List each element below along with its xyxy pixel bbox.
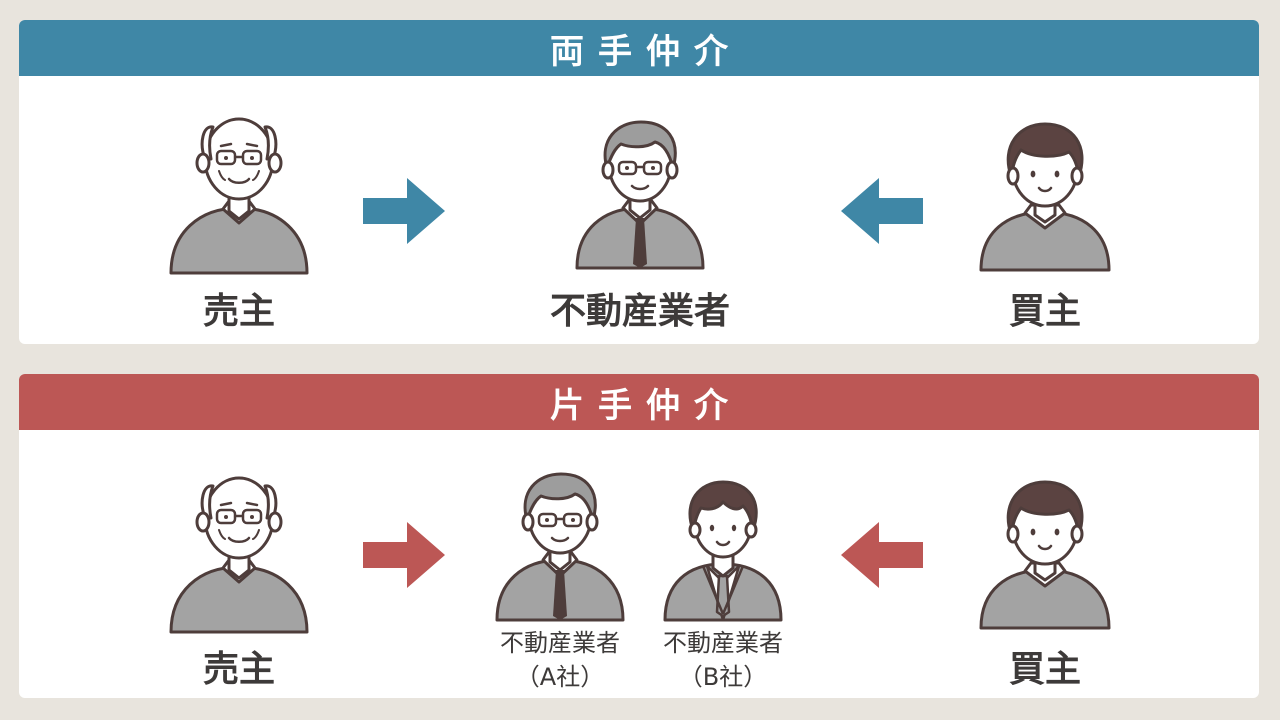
arrow-right-icon xyxy=(363,522,445,588)
arrow-left-icon xyxy=(841,522,923,588)
agent-businessman-icon xyxy=(575,118,705,270)
arrow-right-icon xyxy=(363,178,445,244)
agent-b-label: 不動産業者 xyxy=(663,629,783,657)
seller-elderly-man-icon xyxy=(169,113,309,275)
agent-b-suit-man-icon xyxy=(663,480,783,622)
agent-a-businessman-icon xyxy=(495,470,625,622)
buyer-young-man-icon xyxy=(979,478,1111,630)
seller-label: 売主 xyxy=(202,291,275,332)
arrow-left-icon xyxy=(841,178,923,244)
seller-elderly-man-icon xyxy=(169,472,309,634)
buyer-label: 買主 xyxy=(1008,649,1081,690)
ryote-chukai-panel: 両手仲介 売主 不動産業者 買主 xyxy=(19,20,1259,344)
katate-chukai-title: 片手仲介 xyxy=(19,374,1259,430)
agent-a-company: （A社） xyxy=(515,663,605,691)
agent-a-label: 不動産業者 xyxy=(500,629,620,657)
buyer-young-man-icon xyxy=(979,120,1111,272)
ryote-chukai-title: 両手仲介 xyxy=(19,20,1259,76)
seller-label: 売主 xyxy=(202,649,275,690)
agent-b-company: （B社） xyxy=(678,663,768,691)
agent-label: 不動産業者 xyxy=(549,291,730,332)
buyer-label: 買主 xyxy=(1008,291,1081,332)
katate-chukai-panel: 片手仲介 売主 不動産業者 （A社） 不動産業者 （B社） 買主 xyxy=(19,374,1259,698)
